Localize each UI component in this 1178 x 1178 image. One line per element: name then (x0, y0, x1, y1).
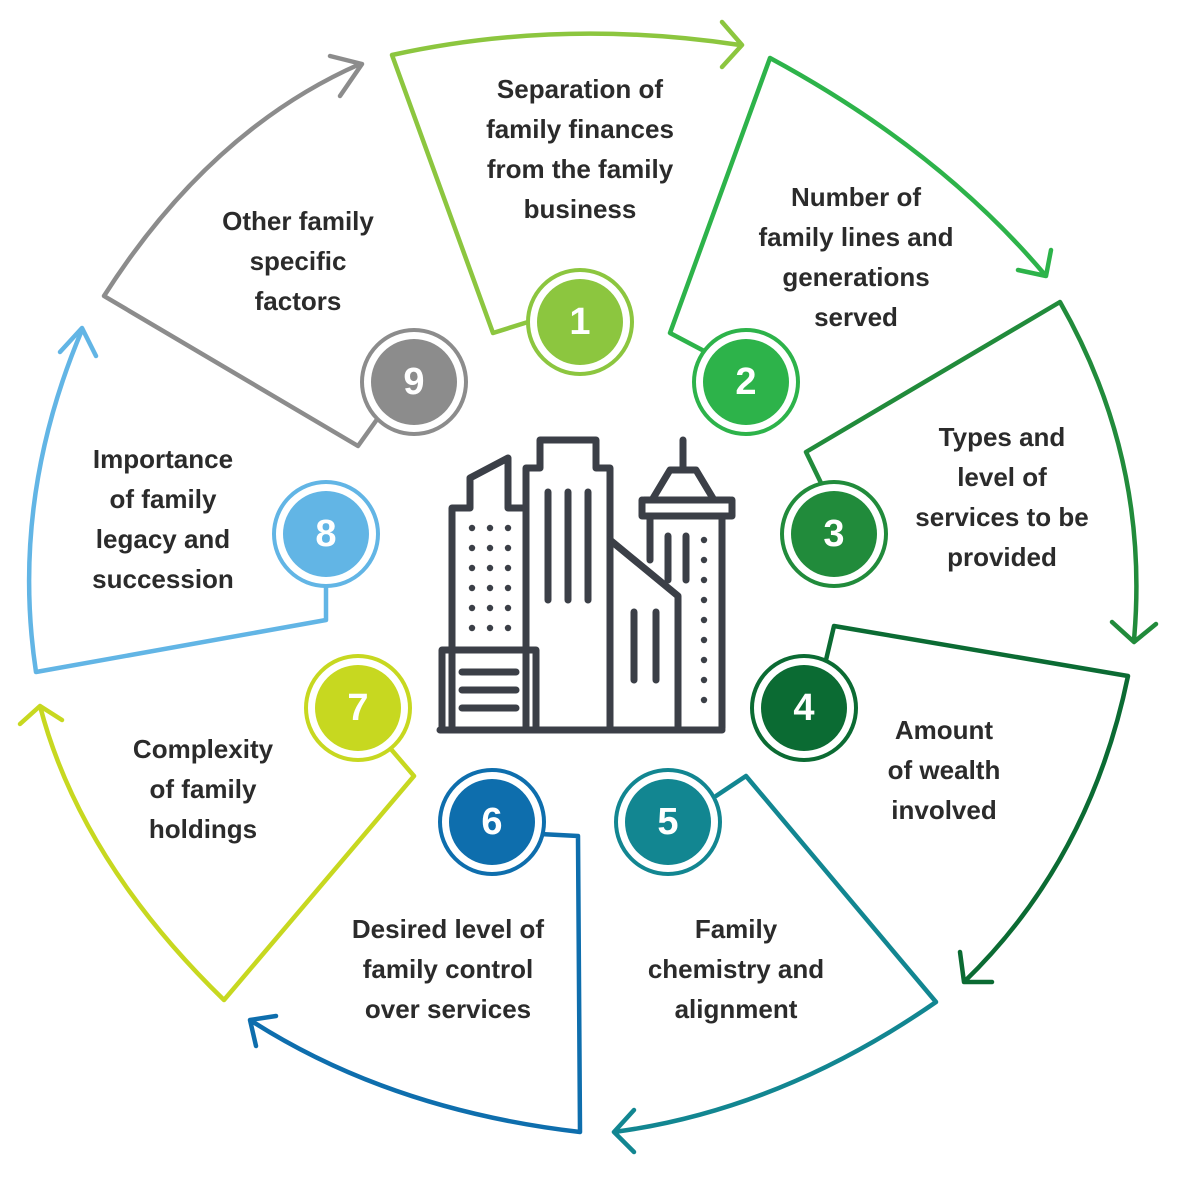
segment-3-label-line: level of (957, 462, 1047, 492)
segment-8-label-line: of family (110, 484, 217, 514)
segment-3-label-line: Types and (939, 422, 1066, 452)
number-badge-6: 6 (438, 768, 546, 876)
segment-6-label-line: over services (365, 994, 531, 1024)
badge-8-fill (283, 491, 369, 577)
badge-1-number: 1 (569, 301, 590, 343)
segment-6-outline (247, 831, 583, 1135)
left-tower-windows (468, 524, 512, 632)
segment-5-label-line: Family (695, 914, 778, 944)
badge-7-fill (315, 665, 401, 751)
segment-5-outline (611, 773, 939, 1155)
segment-8-label: Importance of family legacy and succession (92, 444, 234, 594)
badge-2-number: 2 (735, 361, 756, 403)
badge-5-fill (625, 779, 711, 865)
number-badge-2: 2 (692, 328, 800, 436)
segment-5-label: Family chemistry and alignment (648, 914, 824, 1024)
segment-3-outline (803, 299, 1159, 645)
segment-6-label-line: Desired level of (352, 914, 545, 944)
segment-6-label: Desired level of family control over servi… (352, 914, 545, 1024)
number-badge-1: 1 (526, 268, 634, 376)
segment-2: Number of family lines and generations serv… (667, 55, 1054, 436)
segment-7-outline (17, 703, 417, 1003)
badge-5-number: 5 (657, 801, 678, 843)
badge-6-number: 6 (481, 801, 502, 843)
segment-2-label-line: generations (782, 262, 929, 292)
number-badge-8: 8 (272, 480, 380, 588)
segment-3-label-line: provided (947, 542, 1057, 572)
segment-1-label: Separation of family finances from the fam… (486, 74, 674, 224)
number-badge-3: 3 (780, 480, 888, 588)
segment-4-label-line: Amount (895, 715, 994, 745)
segment-5-label-line: alignment (675, 994, 798, 1024)
segment-2-label-line: Number of (791, 182, 921, 212)
badge-4-number: 4 (793, 687, 814, 729)
segment-2-label: Number of family lines and generations serv… (758, 182, 953, 332)
badge-9-fill (371, 339, 457, 425)
segment-9-label-line: factors (255, 286, 342, 316)
badge-9-number: 9 (403, 361, 424, 403)
segment-7: Complexity of family holdings 7 (17, 654, 417, 1003)
badge-2-fill (703, 339, 789, 425)
city-buildings-icon (436, 436, 736, 734)
badge-3-number: 3 (823, 513, 844, 555)
segment-4-label-line: of wealth (888, 755, 1001, 785)
segment-8-outline (26, 325, 329, 675)
number-badge-7: 7 (304, 654, 412, 762)
badge-8-number: 8 (315, 513, 336, 555)
segment-6: Desired level of family control over servi… (247, 768, 583, 1135)
badge-4-fill (761, 665, 847, 751)
segment-8-label-line: legacy and (96, 524, 230, 554)
segment-9-label: Other family specific factors (222, 206, 374, 316)
segment-4-label-line: involved (891, 795, 996, 825)
badge-1-fill (537, 279, 623, 365)
segment-5-label-line: chemistry and (648, 954, 824, 984)
segment-1-label-line: from the family (487, 154, 674, 184)
segment-8-label-line: Importance (93, 444, 233, 474)
segment-4: Amount of wealth involved 4 (750, 623, 1131, 985)
segment-7-label-line: of family (150, 774, 257, 804)
segment-2-label-line: family lines and (758, 222, 953, 252)
segment-9-label-line: specific (250, 246, 347, 276)
segment-4-outline (823, 623, 1131, 985)
segment-1-label-line: family finances (486, 114, 674, 144)
segment-4-label: Amount of wealth involved (888, 715, 1001, 825)
segment-1-outline (389, 19, 745, 336)
number-badge-4: 4 (750, 654, 858, 762)
segment-2-outline (667, 55, 1054, 355)
segment-3-label: Types and level of services to be provided (915, 422, 1088, 572)
segment-1-label-line: business (524, 194, 637, 224)
segment-2-label-line: served (814, 302, 898, 332)
segment-7-label: Complexity of family holdings (133, 734, 274, 844)
segment-9-outline (101, 53, 381, 449)
badge-7-number: 7 (347, 687, 368, 729)
segment-5: Family chemistry and alignment 5 (611, 768, 939, 1155)
number-badge-5: 5 (614, 768, 722, 876)
badge-6-fill (449, 779, 535, 865)
segment-7-label-line: Complexity (133, 734, 274, 764)
segment-9: Other family specific factors 9 (101, 53, 468, 449)
badge-3-fill (791, 491, 877, 577)
segment-3-label-line: services to be (915, 502, 1088, 532)
number-badge-9: 9 (360, 328, 468, 436)
segment-9-label-line: Other family (222, 206, 374, 236)
segment-6-label-line: family control (363, 954, 533, 984)
right-tower-dots (700, 536, 708, 704)
segment-1: Separation of family finances from the fam… (389, 19, 745, 376)
segment-7-label-line: holdings (149, 814, 257, 844)
segment-8-label-line: succession (92, 564, 234, 594)
segment-1-label-line: Separation of (497, 74, 663, 104)
